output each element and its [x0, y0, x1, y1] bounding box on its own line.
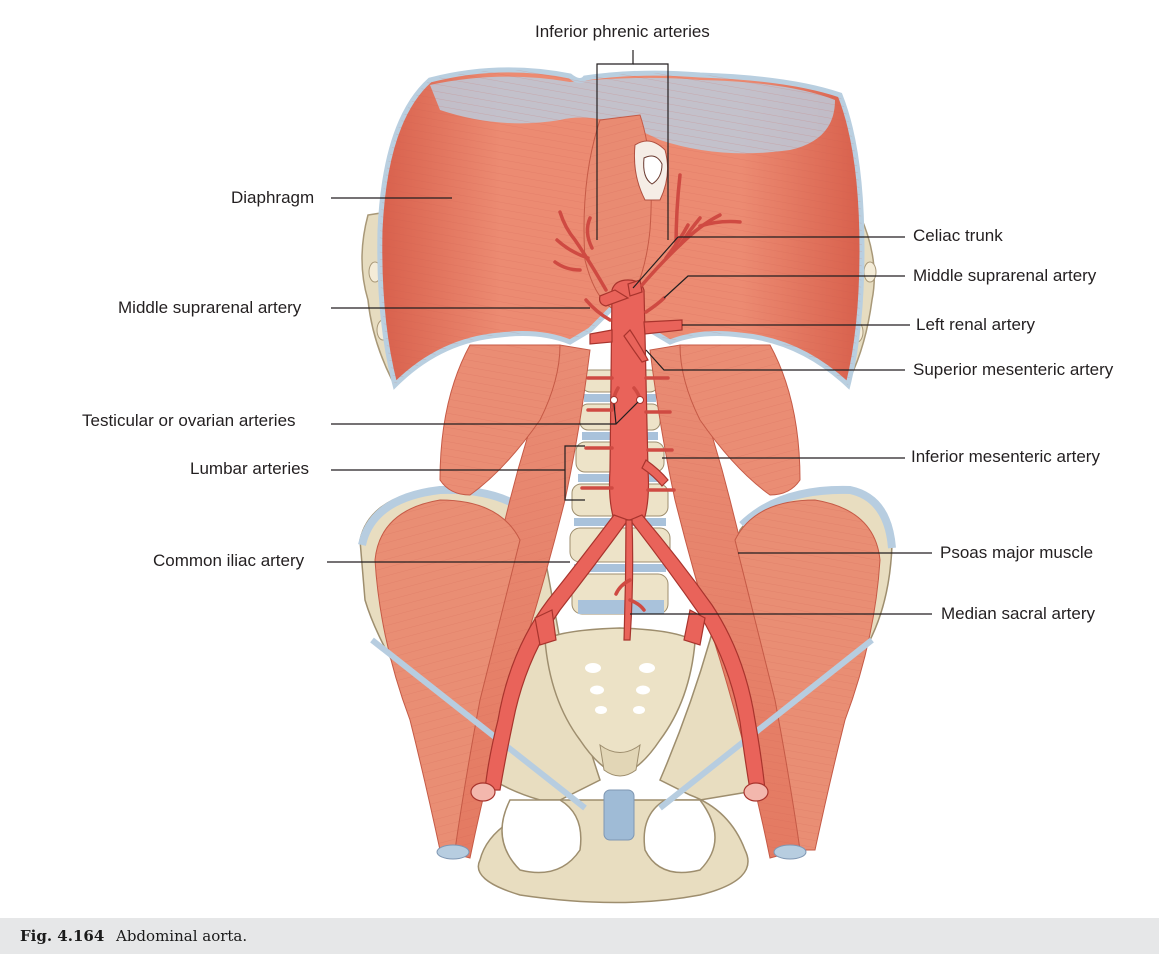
label-middle-suprarenal-artery-left: Middle suprarenal artery: [118, 298, 302, 317]
sacrum: [544, 627, 696, 777]
label-testicular-or-ovarian-arteries: Testicular or ovarian arteries: [82, 411, 296, 430]
label-common-iliac-artery: Common iliac artery: [153, 551, 305, 570]
label-psoas-major-muscle: Psoas major muscle: [940, 543, 1094, 562]
iliacus-right: [734, 499, 881, 851]
inguinal-ligament-left: [370, 637, 587, 811]
leader-lines: [327, 50, 932, 615]
aorta-small-branches: [553, 173, 742, 612]
figure-caption: Fig. 4.164 Abdominal aorta.: [0, 918, 1159, 954]
tendon-left: [436, 844, 470, 860]
figure-caption-text: Abdominal aorta.: [116, 927, 248, 945]
figure-number: Fig. 4.164: [20, 927, 105, 945]
illustration: [327, 50, 932, 904]
aorta: [470, 279, 769, 802]
label-celiac-trunk: Celiac trunk: [913, 226, 1003, 245]
label-inferior-phrenic-arteries: Inferior phrenic arteries: [535, 22, 710, 41]
gonadal-artery-stump-right: [636, 396, 644, 404]
inguinal-ligament-right: [658, 637, 874, 811]
gonadal-artery-stump-left: [610, 396, 618, 404]
iliacus-left: [374, 499, 521, 851]
label-middle-suprarenal-artery-right: Middle suprarenal artery: [913, 266, 1097, 285]
tendon-right: [773, 844, 807, 860]
label-diaphragm: Diaphragm: [231, 188, 315, 207]
label-lumbar-arteries: Lumbar arteries: [190, 459, 310, 478]
label-left-renal-artery: Left renal artery: [916, 315, 1036, 334]
label-inferior-mesenteric-artery: Inferior mesenteric artery: [911, 447, 1100, 466]
label-median-sacral-artery: Median sacral artery: [941, 604, 1096, 623]
label-superior-mesenteric-artery: Superior mesenteric artery: [913, 360, 1114, 379]
quadratus-left: [439, 344, 561, 496]
